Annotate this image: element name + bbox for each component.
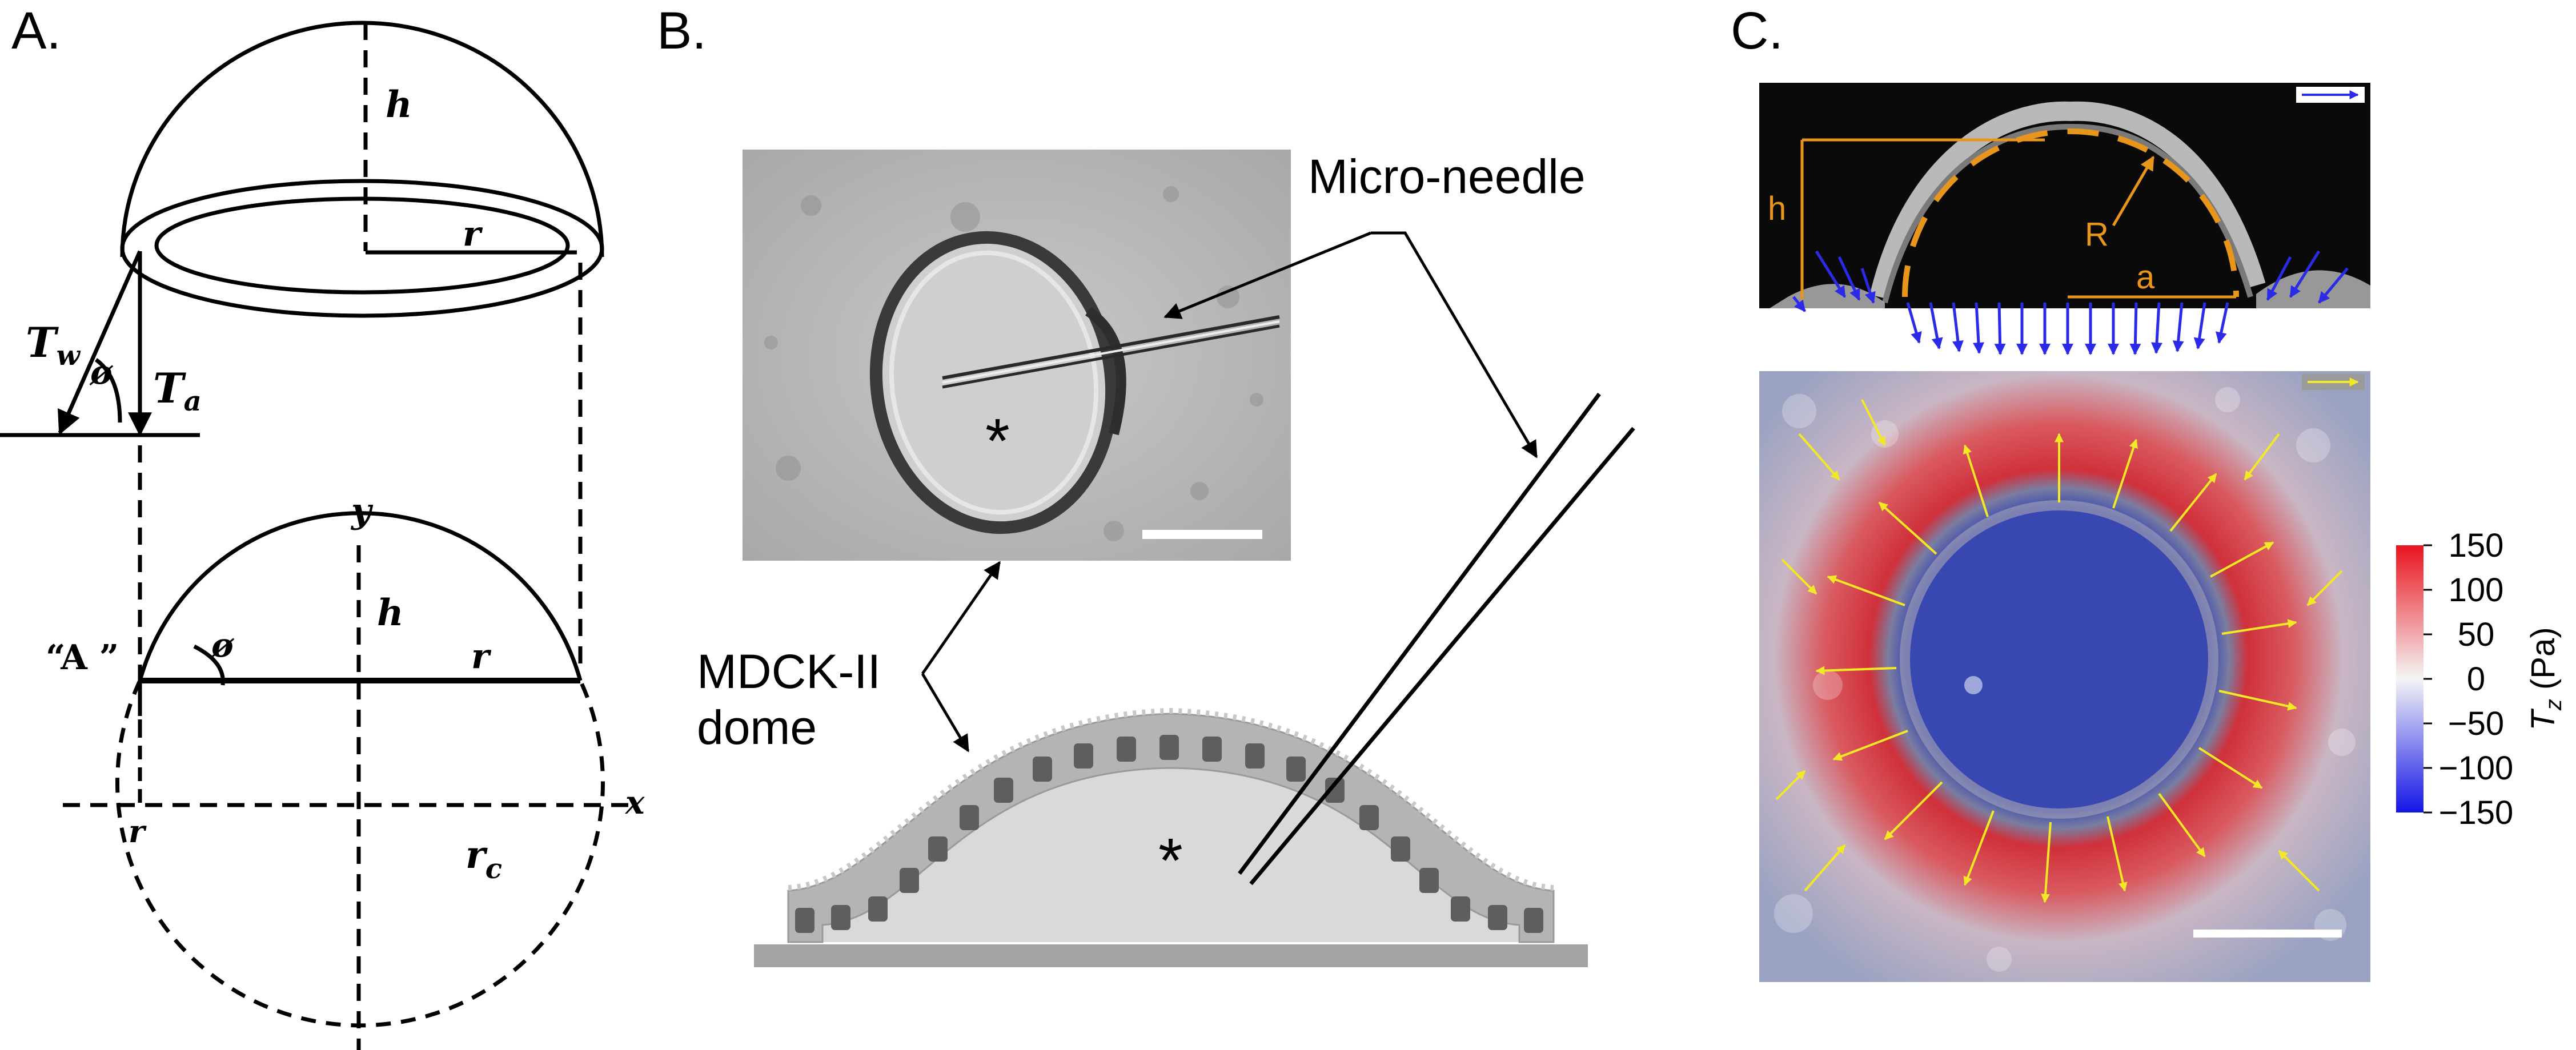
- tension-tw: [58, 250, 142, 435]
- dome-membrane: [1869, 101, 2266, 299]
- colorbar-tick: −150: [2439, 794, 2514, 831]
- label-x: x: [625, 784, 645, 822]
- label-r-bottom: r: [471, 637, 492, 677]
- geometry-diagram: [63, 511, 634, 1050]
- lumen: [788, 742, 1554, 942]
- brightfield-micrograph: *: [743, 150, 1291, 561]
- dome-schematic: *: [754, 707, 1588, 967]
- dome-outline: [120, 21, 604, 258]
- label-h-side: h: [1768, 190, 1786, 227]
- lumen-mark-photo: *: [985, 406, 1010, 476]
- colorbar-gradient: [2396, 545, 2423, 812]
- panel-a: A. h r Tw ø Ta y: [0, 2, 645, 1050]
- dome-label-line2: dome: [697, 701, 817, 754]
- label-phi-top: ø: [89, 353, 114, 392]
- label-h-bottom: h: [377, 592, 404, 634]
- panel-b-label: B.: [657, 2, 707, 60]
- panel-c: C.: [1731, 2, 2566, 982]
- scale-bar-c: [2193, 930, 2342, 938]
- dome-base-ring-inner: [154, 196, 570, 295]
- panel-a-label: A.: [11, 2, 61, 60]
- colorbar: 150 100 50 0 −50 −100 −150 Tz (Pa): [2396, 527, 2566, 831]
- label-r-top: r: [463, 214, 483, 254]
- angle-arc-bottom: [193, 644, 225, 686]
- dome-base-ring-outer: [120, 179, 604, 318]
- label-ta: Ta: [153, 364, 202, 417]
- label-h-top: h: [386, 83, 412, 126]
- yellow-traction-arrows: [1775, 399, 2343, 903]
- blue-traction-arrows: [1792, 250, 2349, 355]
- label-a: a: [2136, 259, 2155, 296]
- angle-arc-top: [94, 358, 122, 423]
- micro-needle-arrow-1: [1163, 231, 1371, 319]
- dome-region: [1905, 505, 2213, 814]
- dome-arrow-up: [921, 561, 1001, 675]
- cell-nuclei: [795, 735, 1543, 933]
- side-view-image: h R a: [1759, 83, 2370, 355]
- label-tw: Tw: [26, 318, 81, 372]
- epithelium-band: [787, 713, 1555, 943]
- panel-b: B. * Micro-needle MDCK-II dome: [657, 2, 1635, 967]
- colorbar-tick: 0: [2467, 661, 2485, 698]
- substrate: [754, 944, 1588, 967]
- needle-in-image: [942, 315, 1280, 380]
- scale-bar-b: [1142, 530, 1262, 539]
- traction-map-image: [1759, 371, 2370, 982]
- cap-arc: [138, 511, 583, 681]
- needle-schematic-2: [1249, 427, 1635, 886]
- colorbar-tick: 150: [2449, 527, 2504, 564]
- dome-arrow-down: [921, 673, 970, 753]
- label-phi-bottom: ø: [210, 626, 235, 665]
- label-point-A: “A ”: [46, 638, 119, 678]
- dome-label-line1: MDCK-II: [697, 645, 881, 698]
- micro-needle-label: Micro-needle: [1308, 150, 1586, 203]
- colorbar-tick: 100: [2449, 572, 2504, 609]
- colorbar-tick: −100: [2439, 750, 2514, 787]
- label-y: y: [350, 491, 374, 531]
- colorbar-tick: 50: [2458, 616, 2495, 653]
- lumen-mark-schematic: *: [1158, 826, 1183, 896]
- orange-annotations: [1800, 128, 2239, 300]
- colorbar-tick: −50: [2448, 705, 2504, 742]
- colorbar-title: Tz (Pa): [2525, 627, 2566, 730]
- needle-schematic-1: [1238, 392, 1601, 875]
- dome-ring-image: [869, 231, 1118, 534]
- fit-circle: [1902, 128, 2239, 297]
- microvilli: [788, 707, 1554, 891]
- micro-needle-arrow-2: [1371, 231, 1538, 458]
- panel-c-label: C.: [1731, 2, 1783, 60]
- label-R: R: [2085, 216, 2109, 253]
- label-r-axis: r: [129, 813, 147, 850]
- label-rc: rc: [466, 832, 502, 885]
